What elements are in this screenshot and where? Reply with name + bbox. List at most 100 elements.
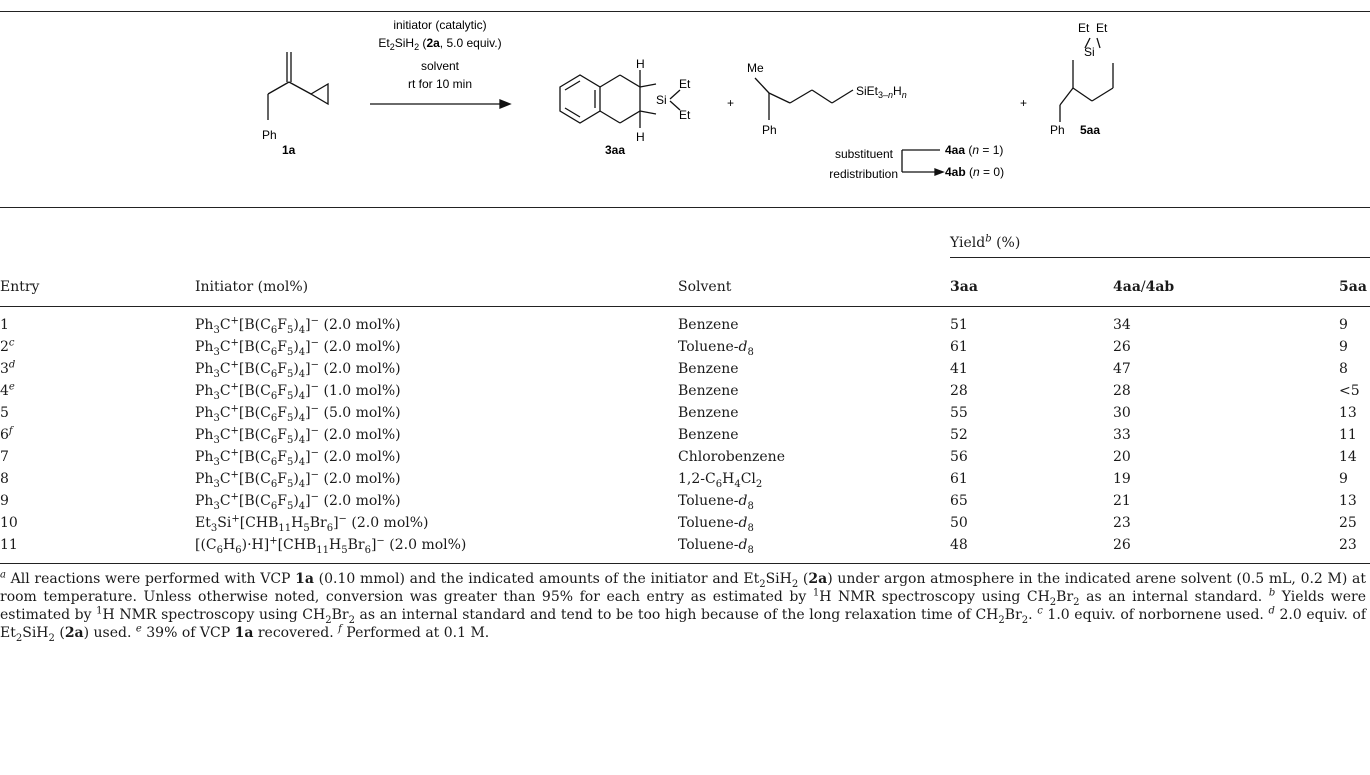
yield-4aa: 26 [1113,339,1131,355]
4aa-me: Me [747,61,764,75]
solvent-cell: Benzene [678,361,739,377]
redistribution-line2: redistribution [829,167,898,181]
yield-5aa: 9 [1339,471,1348,487]
solvent-cell: Benzene [678,405,739,421]
initiator-cell: Ph3C+[B(C6F5)4]− (2.0 mol%) [195,447,401,468]
3aa-h-top: H [636,57,645,71]
table-row: 2c Ph3C+[B(C6F5)4]− (2.0 mol%) Toluene-d… [0,337,1370,359]
yield-underline [950,257,1370,258]
header-entry: Entry [0,279,40,295]
entry-number: 1 [0,317,9,333]
entry-footnote: c [8,337,15,349]
initiator-cell: Ph3C+[B(C6F5)4]− (2.0 mol%) [195,315,401,336]
yield-4aa: 34 [1113,317,1131,333]
yield-5aa: 23 [1339,537,1357,553]
solvent-cell: Toluene-d8 [678,339,754,358]
reactant-ph-label: Ph [262,128,277,142]
entry-number: 11 [0,537,18,553]
yield-4aa: 33 [1113,427,1131,443]
table-row: 1 Ph3C+[B(C6F5)4]− (2.0 mol%) Benzene 51… [0,315,1370,337]
yield-header: Yieldb (%) [950,233,1021,251]
4aa-ph: Ph [762,123,777,137]
yield-5aa: 9 [1339,317,1348,333]
yield-3aa: 51 [950,317,968,333]
yield-4aa: 28 [1113,383,1131,399]
yield-3aa: 65 [950,493,968,509]
compound-3aa-label: 3aa [605,143,625,157]
table-row: 4e Ph3C+[B(C6F5)4]− (1.0 mol%) Benzene 2… [0,381,1370,403]
plus-sign-2: + [1020,96,1027,110]
reaction-scheme: Ph 1a initiator (catalytic) Et2SiH2 (2a,… [262,18,1114,181]
5aa-et2: Et [1096,21,1108,35]
entry-number: 2 [0,339,9,355]
table-row: 7 Ph3C+[B(C6F5)4]− (2.0 mol%) Chlorobenz… [0,447,1370,469]
table-row: 6f Ph3C+[B(C6F5)4]− (2.0 mol%) Benzene 5… [0,425,1370,447]
5aa-si: Si [1084,45,1095,59]
solvent-cell: Chlorobenzene [678,449,785,465]
table-footnotes: a All reactions were performed with VCP … [0,569,1367,644]
entry-footnote: e [8,381,15,393]
compound-5aa-label: 5aa [1080,123,1100,137]
4aa-silyl-group: SiEt3–nHn [856,84,907,100]
entry-number: 10 [0,515,18,531]
initiator-cell: Ph3C+[B(C6F5)4]− (2.0 mol%) [195,425,401,446]
solvent-cell: Benzene [678,427,739,443]
entry-number: 4 [0,383,9,399]
yield-5aa: <5 [1339,383,1360,399]
header-initiator: Initiator (mol%) [195,279,309,295]
yield-3aa: 52 [950,427,968,443]
top-rule [0,11,1370,12]
condition-initiator: initiator (catalytic) [393,18,486,32]
yield-5aa: 13 [1339,493,1357,509]
yield-5aa: 9 [1339,339,1348,355]
condition-time: rt for 10 min [408,77,472,91]
entry-number: 7 [0,449,9,465]
yield-5aa: 25 [1339,515,1357,531]
yield-4aa: 20 [1113,449,1131,465]
table-row: 10 Et3Si+[CHB11H5Br6]− (2.0 mol%) Toluen… [0,513,1370,535]
yield-3aa: 50 [950,515,968,531]
table-row: 8 Ph3C+[B(C6F5)4]− (2.0 mol%) 1,2-C6H4Cl… [0,470,1370,491]
3aa-si: Si [656,93,667,107]
5aa-et1: Et [1078,21,1090,35]
yield-5aa: 14 [1339,449,1357,465]
initiator-cell: Ph3C+[B(C6F5)4]− (5.0 mol%) [195,403,401,424]
yield-4aa: 26 [1113,537,1131,553]
condition-solvent: solvent [421,59,460,73]
yield-3aa: 61 [950,339,968,355]
yield-3aa: 28 [950,383,968,399]
solvent-cell: Toluene-d8 [678,537,754,556]
yield-5aa: 8 [1339,361,1348,377]
header-4aa-4ab: 4aa/4ab [1113,279,1175,295]
initiator-cell: Ph3C+[B(C6F5)4]− (2.0 mol%) [195,491,401,512]
table-header-row: Entry Initiator (mol%) Solvent 3aa 4aa/4… [0,279,1370,299]
entry-number: 3 [0,361,9,377]
3aa-h-bottom: H [636,130,645,144]
5aa-ph: Ph [1050,123,1065,137]
yield-3aa: 56 [950,449,968,465]
compound-1a-label: 1a [282,143,296,157]
redistribution-line1: substituent [835,147,894,161]
initiator-cell: Ph3C+[B(C6F5)4]− (2.0 mol%) [195,359,401,380]
yield-4aa: 23 [1113,515,1131,531]
table-row: 5 Ph3C+[B(C6F5)4]− (5.0 mol%) Benzene 55… [0,403,1370,425]
3aa-et1: Et [679,77,691,91]
initiator-cell: Et3Si+[CHB11H5Br6]− (2.0 mol%) [195,513,429,534]
initiator-cell: Ph3C+[B(C6F5)4]− (2.0 mol%) [195,337,401,358]
initiator-cell: [(C6H6)·H]+[CHB11H5Br6]− (2.0 mol%) [195,535,467,556]
header-solvent: Solvent [678,279,732,295]
yield-5aa: 13 [1339,405,1357,421]
yield-3aa: 55 [950,405,968,421]
yield-5aa: 11 [1339,427,1357,443]
yield-3aa: 41 [950,361,968,377]
yield-4aa: 47 [1113,361,1131,377]
header-rule [0,306,1370,307]
entry-number: 8 [0,471,9,487]
entry-footnote: f [8,425,13,437]
plus-sign-1: + [727,96,734,110]
initiator-cell: Ph3C+[B(C6F5)4]− (1.0 mol%) [195,381,401,402]
table-bottom-rule [0,563,1370,564]
table-row: 9 Ph3C+[B(C6F5)4]− (2.0 mol%) Toluene-d8… [0,491,1370,513]
table-row: 11 [(C6H6)·H]+[CHB11H5Br6]− (2.0 mol%) T… [0,535,1370,557]
solvent-cell: Toluene-d8 [678,515,754,534]
